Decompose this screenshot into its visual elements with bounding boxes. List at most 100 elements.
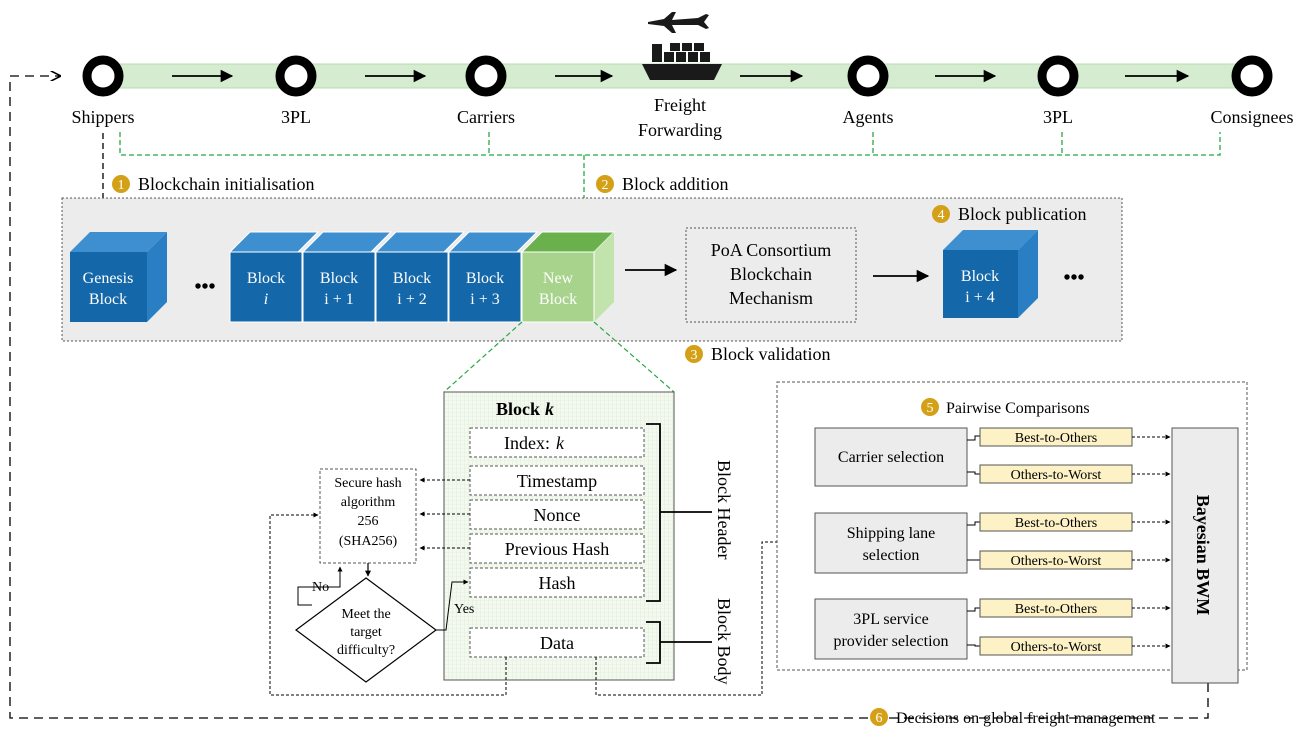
decision-line2: target <box>350 625 382 640</box>
pair-to-bwm-arrows <box>1132 434 1171 649</box>
block-i-plus-1: Block i + 1 <box>302 251 376 323</box>
block-i3-line2: i + 3 <box>470 291 499 308</box>
pair-3pl-best: Best-to-Others <box>1015 602 1097 617</box>
pair-3pl-worst: Others-to-Worst <box>1011 640 1102 655</box>
node-ring-carriers <box>465 55 507 97</box>
step-4-label: Block publication <box>958 204 1086 224</box>
step-6-number: 6 <box>876 711 883 726</box>
field-previous-hash: Previous Hash <box>505 539 610 559</box>
step-1: 1 Blockchain initialisation <box>112 174 314 194</box>
zoom-lines <box>443 321 675 393</box>
decision-diamond: Meet the target difficulty? <box>294 577 438 683</box>
node-ring-shippers <box>82 55 124 97</box>
criteria-group-carrier: Carrier selection <box>814 427 968 487</box>
feedback-loop <box>9 76 1209 719</box>
decision-yes-label: Yes <box>454 602 474 617</box>
new-block: New Block <box>520 231 616 323</box>
block-i-line1: Block <box>247 270 285 287</box>
block-i2-line2: i + 2 <box>397 291 426 308</box>
pair-carrier-best: Best-to-Others <box>1015 431 1097 446</box>
decision-line1: Meet the <box>341 607 390 622</box>
decision-loops <box>297 566 469 631</box>
node-labels: Shippers 3PL Carriers Freight Forwarding… <box>72 95 1294 140</box>
block-body-label: Block Body <box>714 598 734 685</box>
field-to-sha-arrows <box>419 477 470 551</box>
node-label-forwarding: Forwarding <box>638 120 722 140</box>
genesis-line1: Genesis <box>83 270 134 287</box>
bayesian-bwm-label: Bayesian BWM <box>1193 495 1213 616</box>
step-1-badge <box>112 175 130 193</box>
block-i-plus-2: Block i + 2 <box>375 251 449 323</box>
block-i: Block i <box>229 251 303 323</box>
field-box-data <box>469 627 645 658</box>
step-1-label: Blockchain initialisation <box>138 174 314 194</box>
node-ring-agents <box>847 55 889 97</box>
step-5-number: 5 <box>927 401 934 416</box>
criteria-3pl-line2: provider selection <box>833 633 948 650</box>
step-2-badge <box>596 175 614 193</box>
block-header-label: Block Header <box>714 460 734 559</box>
step-6-badge <box>870 708 888 726</box>
step-2-label: Block addition <box>622 174 729 194</box>
block-i2-line1: Block <box>393 270 431 287</box>
node-label-freight: Freight <box>654 95 706 115</box>
new-block-line1: New <box>543 270 574 287</box>
pair-lane-best: Best-to-Others <box>1015 516 1097 531</box>
step-6: 6 Decisions on global freight management <box>870 708 1156 727</box>
field-index-var: k <box>556 433 565 453</box>
field-nonce: Nonce <box>534 505 581 525</box>
pairwise-boxes <box>979 427 1133 656</box>
sha-line2: algorithm <box>341 495 396 510</box>
field-index-label: Index: <box>504 433 550 453</box>
field-box-timestamp <box>469 465 645 496</box>
new-block-line2: Block <box>539 291 577 308</box>
step-5: 5 Pairwise Comparisons <box>921 398 1090 417</box>
node-label-carriers: Carriers <box>457 107 515 127</box>
chain-ellipsis-right: ••• <box>1063 267 1084 289</box>
container-ship-icon <box>642 43 722 80</box>
node-label-shippers: Shippers <box>72 107 135 127</box>
sha-line1: Secure hash <box>334 476 401 491</box>
poa-line3: Mechanism <box>729 288 813 308</box>
published-block: Block i + 4 <box>943 230 1038 318</box>
poa-line2: Blockchain <box>730 264 812 284</box>
step-3-label: Block validation <box>711 344 830 364</box>
sha-line3: 256 <box>358 514 379 529</box>
published-line1: Block <box>961 268 999 285</box>
block-i-line2: i <box>264 291 268 308</box>
step-1-number: 1 <box>118 178 125 193</box>
node-ring-consignees <box>1231 55 1273 97</box>
node-ring-3pl-2 <box>1037 55 1079 97</box>
poa-mechanism-box: PoA Consortium Blockchain Mechanism <box>685 227 857 323</box>
poa-line1: PoA Consortium <box>711 240 832 260</box>
step-5-label: Pairwise Comparisons <box>946 400 1090 417</box>
sha256-box: Secure hash algorithm 256 (SHA256) <box>319 468 417 564</box>
genesis-block: Genesis Block <box>70 232 167 322</box>
block-field-labels: Index: k Timestamp Nonce Previous Hash H… <box>504 433 609 653</box>
node-label-3pl-1: 3PL <box>281 107 311 127</box>
node-label-agents: Agents <box>843 107 894 127</box>
step-4-number: 4 <box>938 208 945 223</box>
block-detail-title-var: k <box>545 399 554 419</box>
block-i3-line1: Block <box>466 270 504 287</box>
criteria-carrier-line1: Carrier selection <box>838 449 944 466</box>
field-hash: Hash <box>539 573 576 593</box>
chain-ellipsis-left: ••• <box>194 276 215 298</box>
field-timestamp: Timestamp <box>517 471 597 491</box>
pair-lane-worst: Others-to-Worst <box>1011 554 1102 569</box>
block-fields <box>469 427 645 658</box>
field-box-hash <box>469 567 645 598</box>
step-2-number: 2 <box>602 178 609 193</box>
step-3-number: 3 <box>691 348 698 363</box>
pipeline-nodes <box>82 55 1273 97</box>
bayesian-bwm-box: Bayesian BWM <box>1171 427 1239 684</box>
node-ring-3pl-1 <box>275 55 317 97</box>
header-brace <box>646 423 712 664</box>
step-4: 4 Block publication <box>932 204 1086 224</box>
field-box-index <box>469 427 645 458</box>
field-data: Data <box>540 633 574 653</box>
genesis-line2: Block <box>89 291 127 308</box>
block-i-plus-3: Block i + 3 <box>448 251 522 323</box>
data-to-bwm-line <box>595 541 815 696</box>
